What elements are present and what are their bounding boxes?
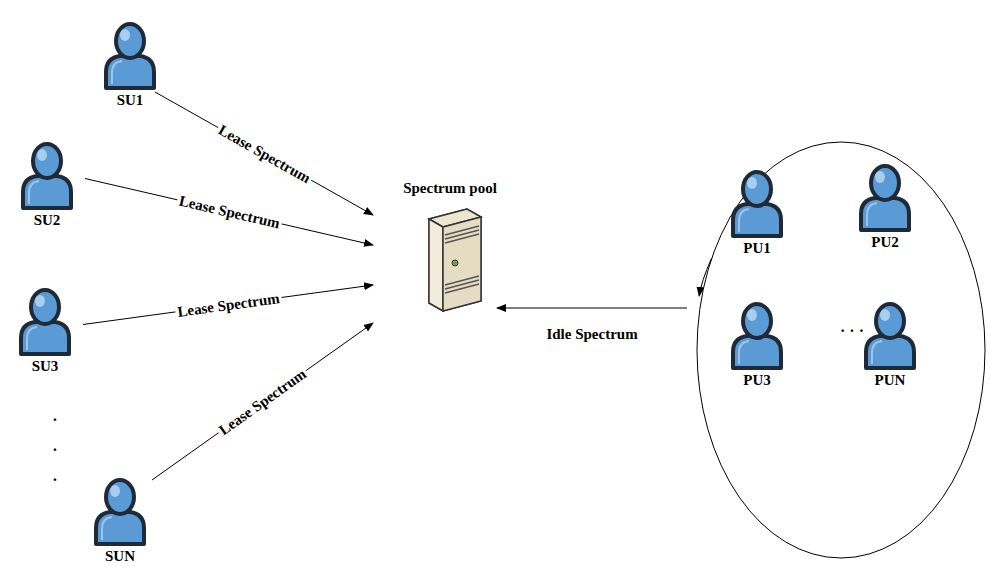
- person-icon: [727, 168, 787, 238]
- person-icon: [17, 140, 77, 210]
- user-node: PU2: [850, 162, 920, 251]
- person-icon: [727, 300, 787, 370]
- server-icon: [415, 205, 485, 315]
- user-node: SU3: [10, 286, 80, 375]
- ellipsis-mark: · · ·: [52, 405, 58, 495]
- edge-label: Lease Spectrum: [214, 120, 315, 186]
- person-icon: [860, 300, 920, 370]
- user-node: SUN: [85, 476, 155, 565]
- person-icon: [15, 286, 75, 356]
- user-node: SU1: [95, 20, 165, 109]
- primary-user-group: PU1 PU2PU3 PUN: [695, 140, 987, 560]
- arrow-connector: [497, 308, 687, 309]
- node-label: SU3: [10, 358, 80, 375]
- edge-label: Lease Spectrum: [175, 192, 283, 232]
- edge-label: Lease Spectrum: [174, 290, 282, 320]
- user-node: PU3: [722, 300, 792, 389]
- node-label: SU1: [95, 92, 165, 109]
- arrow-connector: [152, 323, 373, 480]
- arrow-connector: [83, 285, 373, 325]
- arrow-connector: [85, 179, 373, 246]
- person-icon: [100, 20, 160, 90]
- node-label: SUN: [85, 548, 155, 565]
- node-label: PU1: [722, 240, 792, 257]
- node-label: PUN: [855, 372, 925, 389]
- node-label: SU2: [12, 212, 82, 229]
- node-label: PU2: [850, 234, 920, 251]
- node-label: PU3: [722, 372, 792, 389]
- person-icon: [90, 476, 150, 546]
- user-node: PUN: [855, 300, 925, 389]
- person-icon: [855, 162, 915, 232]
- spectrum-pool-node: Spectrum pool: [385, 180, 515, 315]
- user-node: SU2: [12, 140, 82, 229]
- edge-label: Idle Spectrum: [544, 326, 639, 342]
- node-label: Spectrum pool: [385, 180, 515, 197]
- user-node: PU1: [722, 168, 792, 257]
- ellipsis-mark: · · ·: [840, 322, 864, 340]
- edge-label: Lease Spectrum: [214, 364, 310, 439]
